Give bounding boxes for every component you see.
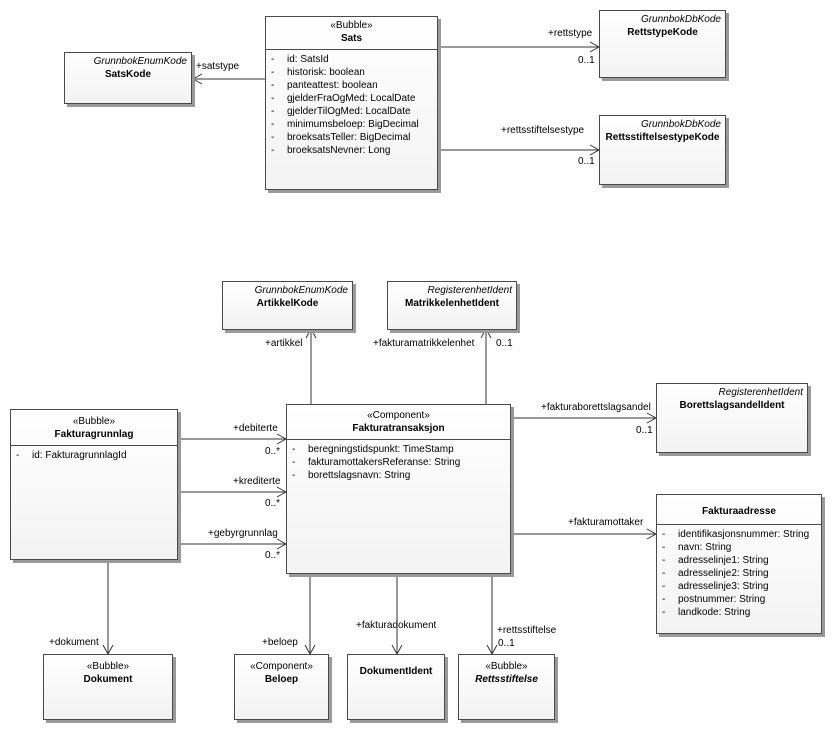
class-artikkelkode[interactable]: GrunnbokEnumKode ArtikkelKode — [222, 281, 353, 330]
role-label-artikkel: +artikkel — [265, 338, 303, 349]
class-name: Fakturaadresse — [702, 506, 776, 517]
role-label-gebyrgrunnlag: +gebyrgrunnlag — [208, 528, 278, 539]
attribute-compartment: -beregningstidspunkt: TimeStamp -faktura… — [287, 439, 510, 482]
attribute: -identifikasjonsnummer: String — [662, 529, 810, 540]
multiplicity-gebyrgrunnlag: 0..* — [265, 550, 281, 561]
class-satskode[interactable]: GrunnbokEnumKode SatsKode — [64, 52, 192, 104]
class-name: Beloep — [264, 674, 299, 685]
role-label-rettstype: +rettstype — [548, 28, 593, 39]
class-rettsstiftelsestypekode[interactable]: GrunnbokDbKode RettsstiftelsestypeKode — [599, 115, 726, 185]
attribute: -id: SatsId — [271, 54, 329, 65]
stereotype: «Bubble» — [485, 661, 528, 672]
attribute: -fakturamottakersReferanse: String — [292, 457, 461, 468]
multiplicity-rettsstiftelsestype: 0..1 — [578, 156, 595, 167]
class-beloep[interactable]: «Component» Beloep — [234, 654, 329, 720]
role-label-fakturamottaker: +fakturamottaker — [568, 517, 644, 528]
class-fakturagrunnlag[interactable]: «Bubble» Fakturagrunnlag -id: Fakturagru… — [10, 409, 178, 560]
class-matrikkelenhetident[interactable]: RegisterenhetIdent MatrikkelenhetIdent — [387, 281, 517, 330]
attribute: -postnummer: String — [662, 594, 766, 605]
stereotype: RegisterenhetIdent — [718, 387, 803, 398]
class-sats[interactable]: «Bubble» Sats -id: SatsId -historisk: bo… — [265, 16, 438, 190]
attribute: -broeksatsNevner: Long — [271, 145, 391, 156]
attribute-compartment: -id: FakturagrunnlagId — [11, 445, 177, 462]
role-label-beloep: +beloep — [262, 637, 298, 648]
stereotype: «Component» — [250, 661, 313, 672]
class-name: Fakturagrunnlag — [54, 429, 134, 440]
arrowhead-satstype — [191, 73, 203, 85]
attribute: -adresselinje2: String — [662, 568, 769, 579]
role-label-dokument: +dokument — [49, 637, 99, 648]
class-fakturatransaksjon[interactable]: «Component» Fakturatransaksjon -beregnin… — [286, 404, 511, 574]
stereotype: RegisterenhetIdent — [427, 285, 512, 296]
attribute: -gjelderFraOgMed: LocalDate — [271, 93, 416, 104]
class-name: BorettslagsandelIdent — [679, 400, 785, 411]
role-label-debiterte: +debiterte — [233, 423, 278, 434]
stereotype: GrunnbokEnumKode — [93, 56, 187, 67]
role-label-rettsstiftelse: +rettsstiftelse — [497, 625, 557, 636]
attribute: -broeksatsTeller: BigDecimal — [271, 132, 411, 143]
attribute: -gjelderTilOgMed: LocalDate — [271, 106, 411, 117]
multiplicity-fakturaborettslagsandel: 0..1 — [636, 425, 653, 436]
attribute: -historisk: boolean — [271, 67, 365, 78]
class-name: Fakturatransaksjon — [352, 423, 445, 434]
role-label-fakturadokument: +fakturadokument — [356, 620, 437, 631]
attribute: -navn: String — [662, 542, 732, 553]
class-rettstypekode[interactable]: GrunnbokDbKode RettstypeKode — [599, 10, 726, 78]
class-dokumentident[interactable]: DokumentIdent — [347, 654, 445, 720]
attribute: -landkode: String — [662, 607, 751, 618]
attribute: -adresselinje3: String — [662, 581, 769, 592]
class-name: SatsKode — [104, 69, 152, 80]
attribute: -beregningstidspunkt: TimeStamp — [292, 444, 454, 455]
multiplicity-fakturamatrikkelenhet: 0..1 — [496, 338, 513, 349]
class-name: Dokument — [83, 674, 133, 685]
role-label-fakturamatrikkelenhet: +fakturamatrikkelenhet — [373, 338, 475, 349]
attribute: -panteattest: boolean — [271, 80, 378, 91]
class-name: Sats — [340, 33, 363, 44]
stereotype: «Bubble» — [72, 416, 116, 427]
attribute: -minimumsbeloep: BigDecimal — [271, 119, 419, 130]
class-name: ArtikkelKode — [256, 298, 319, 309]
multiplicity-rettstype: 0..1 — [578, 55, 595, 66]
attribute: -adresselinje1: String — [662, 555, 769, 566]
multiplicity-rettsstiftelse: 0..1 — [498, 638, 515, 649]
stereotype: GrunnbokEnumKode — [254, 285, 348, 296]
stereotype: «Component» — [367, 410, 430, 421]
class-name: MatrikkelenhetIdent — [405, 298, 499, 309]
role-label-satstype: +satstype — [196, 61, 240, 72]
attribute: -id: FakturagrunnlagId — [16, 450, 127, 461]
class-name: DokumentIdent — [359, 666, 433, 677]
class-fakturaadresse[interactable]: Fakturaadresse -identifikasjonsnummer: S… — [656, 494, 822, 634]
stereotype: «Bubble» — [330, 20, 373, 31]
stereotype: GrunnbokDbKode — [640, 119, 721, 130]
attribute: -borettslagsnavn: String — [292, 470, 411, 481]
stereotype: GrunnbokDbKode — [640, 14, 721, 25]
class-borettslagsandelident[interactable]: RegisterenhetIdent BorettslagsandelIdent — [656, 383, 808, 453]
multiplicity-debiterte: 0..* — [265, 446, 281, 457]
attribute-compartment: -identifikasjonsnummer: String -navn: St… — [657, 524, 821, 619]
stereotype: «Bubble» — [86, 661, 130, 672]
class-name: Rettsstiftelse — [475, 674, 538, 685]
role-label-fakturaborettslagsandel: +fakturaborettslagsandel — [541, 402, 651, 413]
attribute-compartment: -id: SatsId -historisk: boolean -panteat… — [266, 49, 437, 157]
class-name: RettsstiftelsestypeKode — [605, 132, 720, 143]
role-label-krediterte: +krediterte — [233, 476, 281, 487]
class-rettsstiftelse[interactable]: «Bubble» Rettsstiftelse — [458, 654, 555, 720]
role-label-rettsstiftelsestype: +rettsstiftelsestype — [501, 125, 585, 136]
class-name: RettstypeKode — [627, 27, 698, 38]
multiplicity-krediterte: 0..* — [265, 498, 281, 509]
class-dokument[interactable]: «Bubble» Dokument — [43, 654, 173, 720]
